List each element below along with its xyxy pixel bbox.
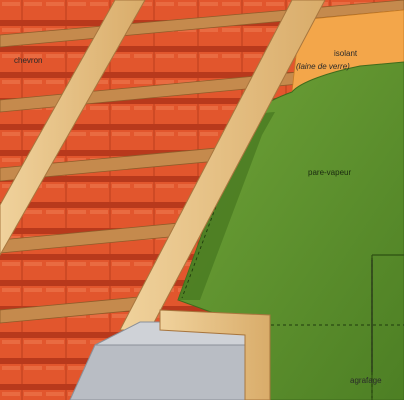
label-isolant-detail: (laine de verre): [296, 62, 350, 71]
vapour-barrier-fold: [178, 112, 275, 300]
wall-plate: [159, 309, 271, 400]
label-chevron: chevron: [14, 56, 43, 65]
label-agrafage: agrafage: [350, 376, 382, 385]
label-isolant: isolant: [334, 49, 358, 58]
label-pare-vapeur: pare-vapeur: [308, 168, 352, 177]
